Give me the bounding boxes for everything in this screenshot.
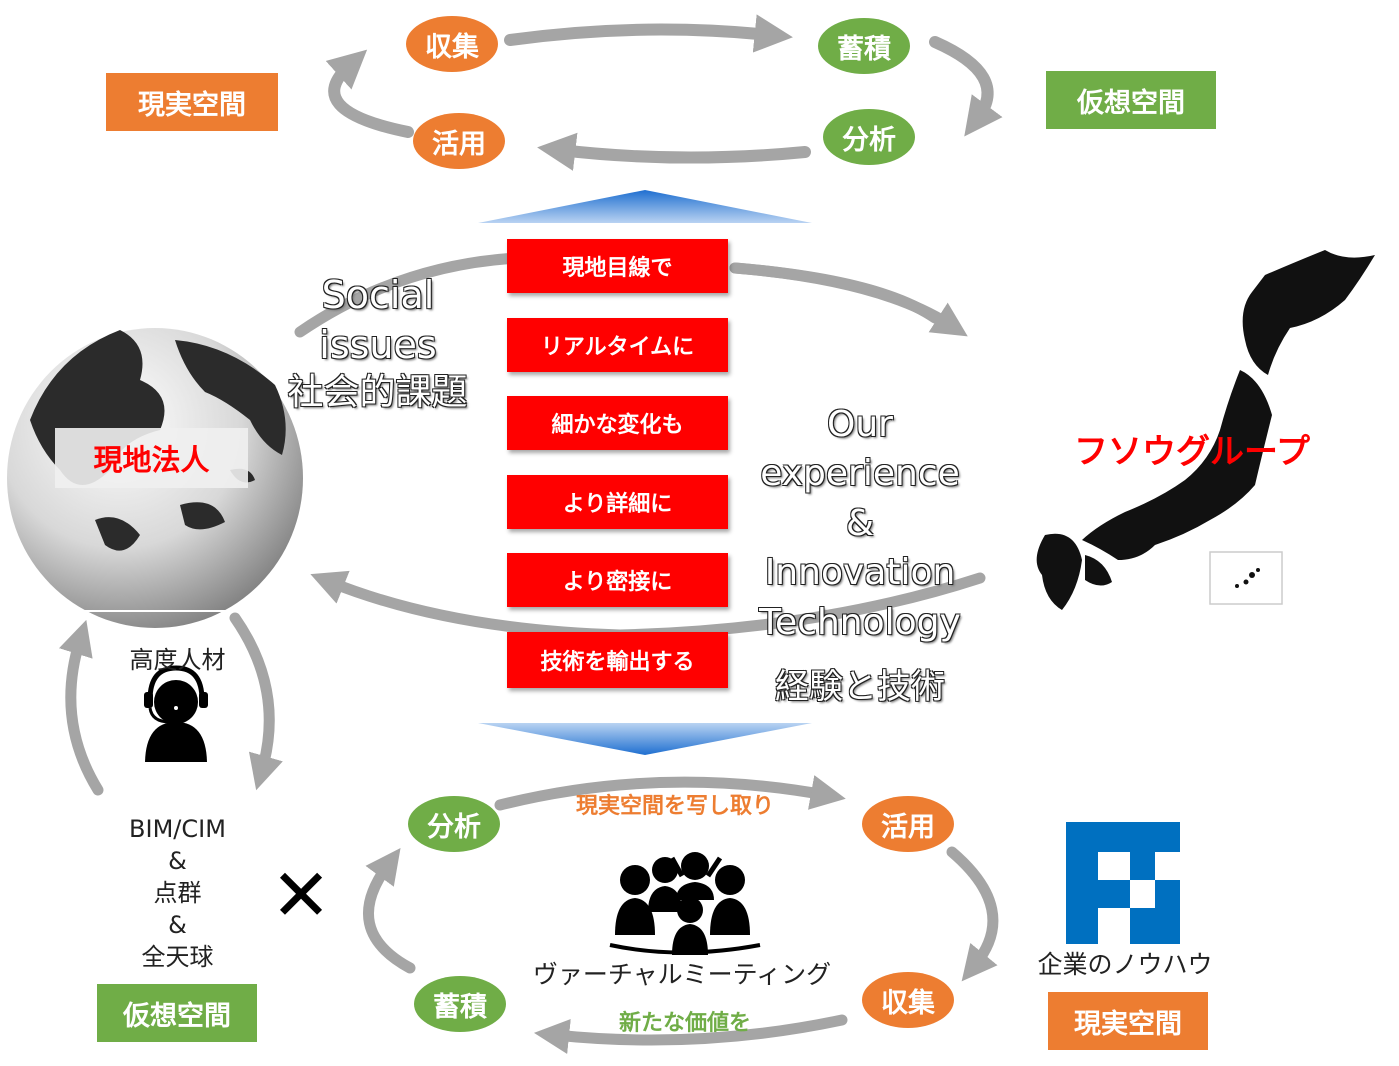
copy-real-space-text: 現実空間を写し取り: [575, 794, 774, 819]
amp-label-1: &: [168, 847, 187, 875]
fusou-logo: [1066, 822, 1180, 944]
bim-cim-label: BIM/CIM: [129, 815, 226, 843]
operator-headset-icon: [144, 665, 208, 762]
okinawa-islands: [1235, 568, 1260, 588]
bottom-real-space-label: 現実空間: [1048, 992, 1208, 1050]
bottom-utilize-node: 活用: [862, 796, 954, 852]
virtual-meeting-label: ヴァーチャルミーティング: [532, 960, 832, 989]
top-collect-node: 収集: [406, 16, 498, 72]
company-knowhow-label: 企業のノウハウ: [1037, 950, 1213, 979]
talent-label: 高度人材: [129, 646, 226, 674]
up-triangle: [478, 190, 812, 223]
step-local-perspective: 現地目線で: [507, 239, 728, 293]
amp-label-2: &: [168, 911, 187, 939]
bottom-collect-node: 収集: [862, 972, 954, 1028]
experience-line-2: experience: [760, 453, 960, 494]
step-more-closely: より密接に: [507, 553, 728, 607]
point-cloud-label: 点群: [153, 879, 202, 907]
okinawa-inset: [1209, 551, 1283, 605]
bottom-accumulate-node: 蓄積: [414, 976, 506, 1032]
step-fine-changes: 細かな変化も: [507, 396, 728, 450]
top-analyze-node: 分析: [823, 109, 915, 165]
experience-line-3: &: [845, 503, 875, 544]
top-cycle-arrows: [325, 14, 1003, 171]
top-virtual-space-label: 仮想空間: [1046, 71, 1216, 129]
japan-map: [1036, 250, 1375, 610]
social-issues-en-2: issues: [319, 323, 437, 367]
arrow-analyze-to-utilize: [537, 132, 811, 171]
japan-label: フソウグループ: [1074, 432, 1310, 472]
social-issues-en-1: Social: [321, 273, 435, 317]
bottom-analyze-node: 分析: [408, 796, 500, 852]
experience-line-4: Innovation: [764, 552, 956, 593]
top-real-space-label: 現実空間: [106, 73, 278, 131]
globe-label: 現地法人: [55, 428, 248, 488]
times-symbol: ✕: [270, 853, 332, 937]
panorama-label: 全天球: [141, 943, 214, 971]
top-accumulate-node: 蓄積: [818, 18, 910, 74]
arrow-accumulate-to-analyze: [929, 36, 1003, 137]
bottom-cycle-arrows: [362, 775, 999, 1054]
experience-line-5: Technology: [759, 602, 961, 643]
step-more-detail: より詳細に: [507, 475, 728, 529]
top-utilize-node: 活用: [413, 113, 505, 169]
people-meeting-icon: [609, 852, 761, 955]
left-cycle-arrows: [59, 612, 283, 796]
new-value-text: 新たな価値を: [618, 1011, 751, 1036]
step-realtime: リアルタイムに: [507, 318, 728, 372]
step-export-technology: 技術を輸出する: [507, 632, 728, 688]
experience-line-1: Our: [827, 404, 893, 445]
experience-line-6: 経験と技術: [775, 667, 945, 707]
arrow-utilize-to-collect: [325, 49, 414, 138]
social-issues-ja: 社会的課題: [287, 372, 468, 413]
bottom-virtual-space-label: 仮想空間: [97, 984, 257, 1042]
arrow-collect-to-accumulate: [504, 14, 793, 53]
down-triangle: [478, 723, 812, 755]
